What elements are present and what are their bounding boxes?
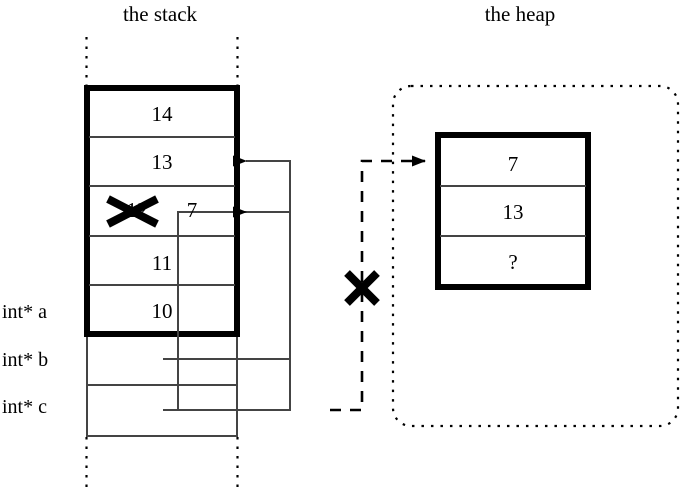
pointer-c-dangling-path <box>330 155 426 412</box>
stack-cell-value-1: 13 <box>151 150 173 174</box>
crossed-value-mark <box>106 195 159 228</box>
heap-cell-value-1: 13 <box>502 200 524 224</box>
heap-cell-value-2: ? <box>508 250 518 274</box>
variable-label-b: int* b <box>2 349 49 371</box>
heap-block <box>435 132 591 290</box>
heap-region <box>391 84 680 428</box>
variable-label-c: int* c <box>2 396 47 418</box>
heap-title: the heap <box>484 2 556 26</box>
pointer-a-path-2 <box>163 212 291 411</box>
stack-title: the stack <box>122 2 198 26</box>
stack-cell-value-4: 10 <box>151 299 173 323</box>
stack-cell-value-3: 11 <box>151 251 173 275</box>
heap-cell-value-0: 7 <box>507 152 519 176</box>
stack-cell-value-2-old: 12 <box>126 198 148 222</box>
invalid-pointer-mark <box>344 270 380 306</box>
stack-cell-value-0: 14 <box>151 102 173 126</box>
stack-cell-value-2-new: 7 <box>186 198 198 222</box>
variable-label-a: int* a <box>2 301 47 323</box>
